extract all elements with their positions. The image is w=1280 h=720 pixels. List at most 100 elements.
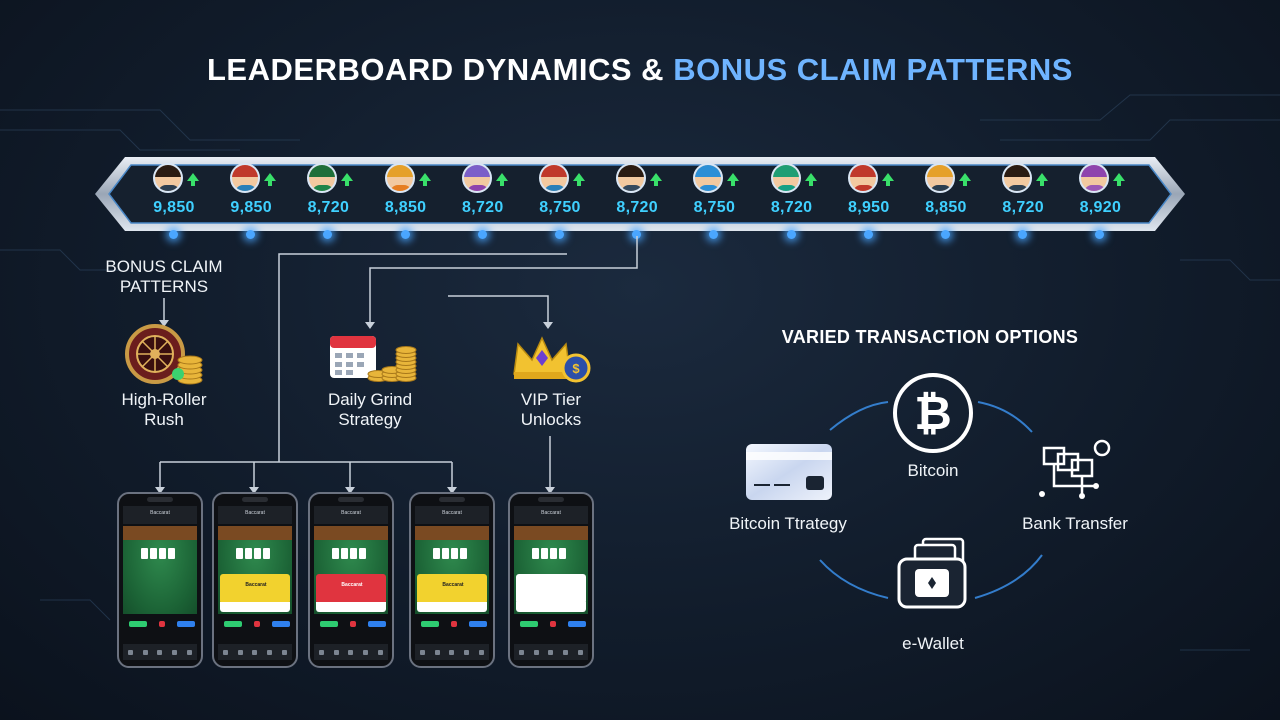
node-dot — [1018, 230, 1028, 239]
action-button-blue[interactable] — [368, 621, 386, 627]
transaction-label-card: Bitcoin Ttrategy — [729, 514, 847, 533]
nav-icon[interactable] — [142, 649, 148, 655]
nav-icon[interactable] — [333, 649, 339, 655]
nav-icon[interactable] — [363, 649, 369, 655]
bonus-label-vip: VIP Tier Unlocks — [520, 390, 582, 429]
action-button-green[interactable] — [129, 621, 147, 627]
avatar-body — [852, 185, 875, 191]
leaderboard-slot: 9,850 — [135, 155, 213, 239]
player-avatar — [770, 163, 801, 193]
nav-icon[interactable] — [282, 649, 288, 655]
action-button-blue[interactable] — [568, 621, 586, 627]
player-avatar — [1079, 163, 1110, 193]
playing-card — [263, 548, 270, 559]
bonus-panel[interactable] — [316, 574, 386, 604]
avatar-hair — [1081, 165, 1108, 177]
nav-icon[interactable] — [419, 649, 425, 655]
avatar-body — [544, 185, 566, 191]
phone-topbar — [218, 506, 292, 524]
avatar-hair — [695, 165, 722, 177]
avatar-hair — [309, 165, 336, 177]
up-arrow-icon — [959, 173, 971, 186]
bonus-panel-footer — [220, 602, 290, 612]
nav-icon[interactable] — [578, 649, 584, 655]
playing-card — [236, 548, 243, 559]
nav-icon[interactable] — [548, 649, 554, 655]
nav-icon[interactable] — [563, 649, 569, 655]
player-avatar — [925, 163, 955, 193]
player-score: 8,720 — [307, 199, 350, 216]
action-button-green[interactable] — [224, 621, 242, 627]
nav-icon[interactable] — [222, 649, 228, 655]
phone-mockup: Baccarat — [117, 492, 203, 668]
title-part-main: LEADERBOARD DYNAMICS & — [207, 52, 674, 87]
nav-icon[interactable] — [533, 649, 539, 655]
nav-icon[interactable] — [252, 649, 258, 655]
avatar-body — [312, 185, 335, 191]
playing-card — [532, 548, 539, 559]
avatar-hair — [386, 165, 413, 177]
playing-card — [168, 548, 175, 559]
avatar-hair — [849, 165, 876, 177]
nav-icon[interactable] — [464, 649, 470, 655]
action-button-blue[interactable] — [177, 621, 195, 627]
action-button-red[interactable] — [350, 621, 356, 627]
nav-icon[interactable] — [449, 649, 455, 655]
up-arrow-icon — [650, 173, 663, 186]
up-arrow-icon — [187, 173, 199, 186]
card-row — [332, 548, 372, 560]
playing-card — [245, 548, 252, 559]
action-button-green[interactable] — [421, 621, 439, 627]
nav-icon[interactable] — [318, 649, 324, 655]
node-dot — [400, 230, 410, 239]
nav-icon[interactable] — [237, 649, 243, 655]
leaderboard-frame — [95, 157, 1185, 231]
e-wallet-icon — [897, 537, 967, 609]
title-part-accent: BONUS CLAIM PATTERNS — [673, 52, 1073, 87]
nav-icon[interactable] — [172, 649, 178, 655]
bonus-panel-footer — [516, 602, 586, 612]
nav-icon[interactable] — [348, 649, 354, 655]
leaderboard-slot: 8,850 — [367, 155, 445, 239]
phone-topbar — [314, 506, 388, 524]
nav-icon[interactable] — [434, 649, 440, 655]
avatar-hair — [772, 165, 799, 177]
bonus-panel[interactable] — [220, 574, 290, 604]
up-arrow-icon — [573, 173, 585, 186]
phone-header-label: Baccarat — [341, 510, 361, 516]
transactions-heading: VARIED TRANSACTION OPTIONS — [781, 327, 1079, 347]
action-button-green[interactable] — [520, 621, 538, 627]
nav-icon[interactable] — [479, 649, 485, 655]
action-button-red[interactable] — [451, 621, 457, 627]
bonus-label-daily-grind: Daily Grind Strategy — [327, 390, 413, 429]
avatar-hair — [618, 165, 645, 177]
player-score: 8,950 — [848, 199, 890, 216]
nav-icon[interactable] — [127, 649, 133, 655]
bonus-panel[interactable] — [417, 574, 487, 604]
table-rail — [218, 526, 292, 540]
phone-nav-bar — [314, 644, 388, 660]
nav-icon[interactable] — [378, 649, 384, 655]
nav-icon[interactable] — [518, 649, 524, 655]
playing-card — [350, 548, 357, 559]
leaderboard-slot: 8,750 — [675, 155, 753, 239]
nav-icon[interactable] — [187, 649, 193, 655]
action-button-red[interactable] — [550, 621, 556, 627]
playing-card — [460, 548, 467, 559]
action-button-blue[interactable] — [272, 621, 290, 627]
crown-badge-icon: $ — [513, 336, 591, 383]
action-button-green[interactable] — [320, 621, 338, 627]
bonus-section-label: BONUS CLAIM PATTERNS — [105, 257, 223, 296]
nav-icon[interactable] — [267, 649, 273, 655]
card-row — [433, 548, 473, 560]
player-avatar — [307, 163, 338, 193]
phone-topbar — [514, 506, 588, 524]
leaderboard-slot: 8,720 — [444, 155, 522, 239]
bonus-panel[interactable] — [516, 574, 586, 604]
action-button-red[interactable] — [159, 621, 165, 627]
phone-nav-bar — [218, 644, 292, 660]
action-button-blue[interactable] — [469, 621, 487, 627]
action-button-red[interactable] — [254, 621, 260, 627]
nav-icon[interactable] — [157, 649, 163, 655]
